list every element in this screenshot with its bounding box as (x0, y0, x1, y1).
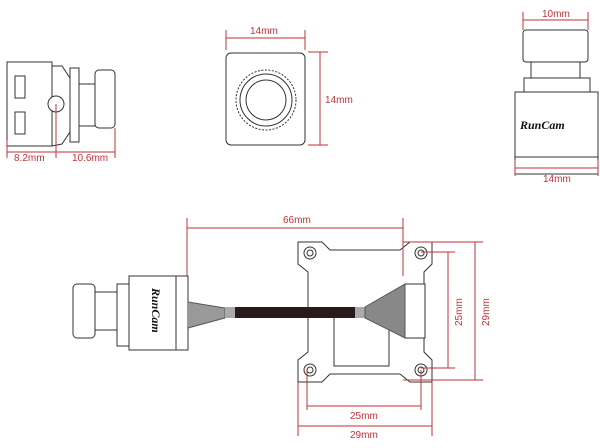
side-depth-back-label: 8.2mm (14, 153, 45, 164)
board-height-label: 29mm (481, 298, 492, 326)
hole-spacing-vertical-label: 25mm (454, 298, 465, 326)
top-view-logo: RunCam (519, 118, 565, 132)
overall-length-label: 66mm (283, 215, 311, 226)
side-view: 8.2mm 10.6mm (6, 61, 116, 164)
side-depth-front-label: 10.6mm (72, 153, 108, 164)
hole-spacing-horizontal-label: 25mm (350, 411, 378, 422)
assembly-logo: RunCam (149, 287, 163, 333)
front-height-label: 14mm (325, 95, 353, 106)
front-width-label: 14mm (250, 26, 278, 37)
assembly-view: RunCam 66mm 25mm 29mm 25mm (72, 215, 492, 441)
top-lens-width-label: 10mm (542, 9, 570, 20)
top-view: RunCam 10mm 14mm (514, 9, 599, 185)
board-width-label: 29mm (350, 430, 378, 441)
front-view: 14mm 14mm (225, 26, 353, 146)
top-body-width-label: 14mm (543, 174, 571, 185)
